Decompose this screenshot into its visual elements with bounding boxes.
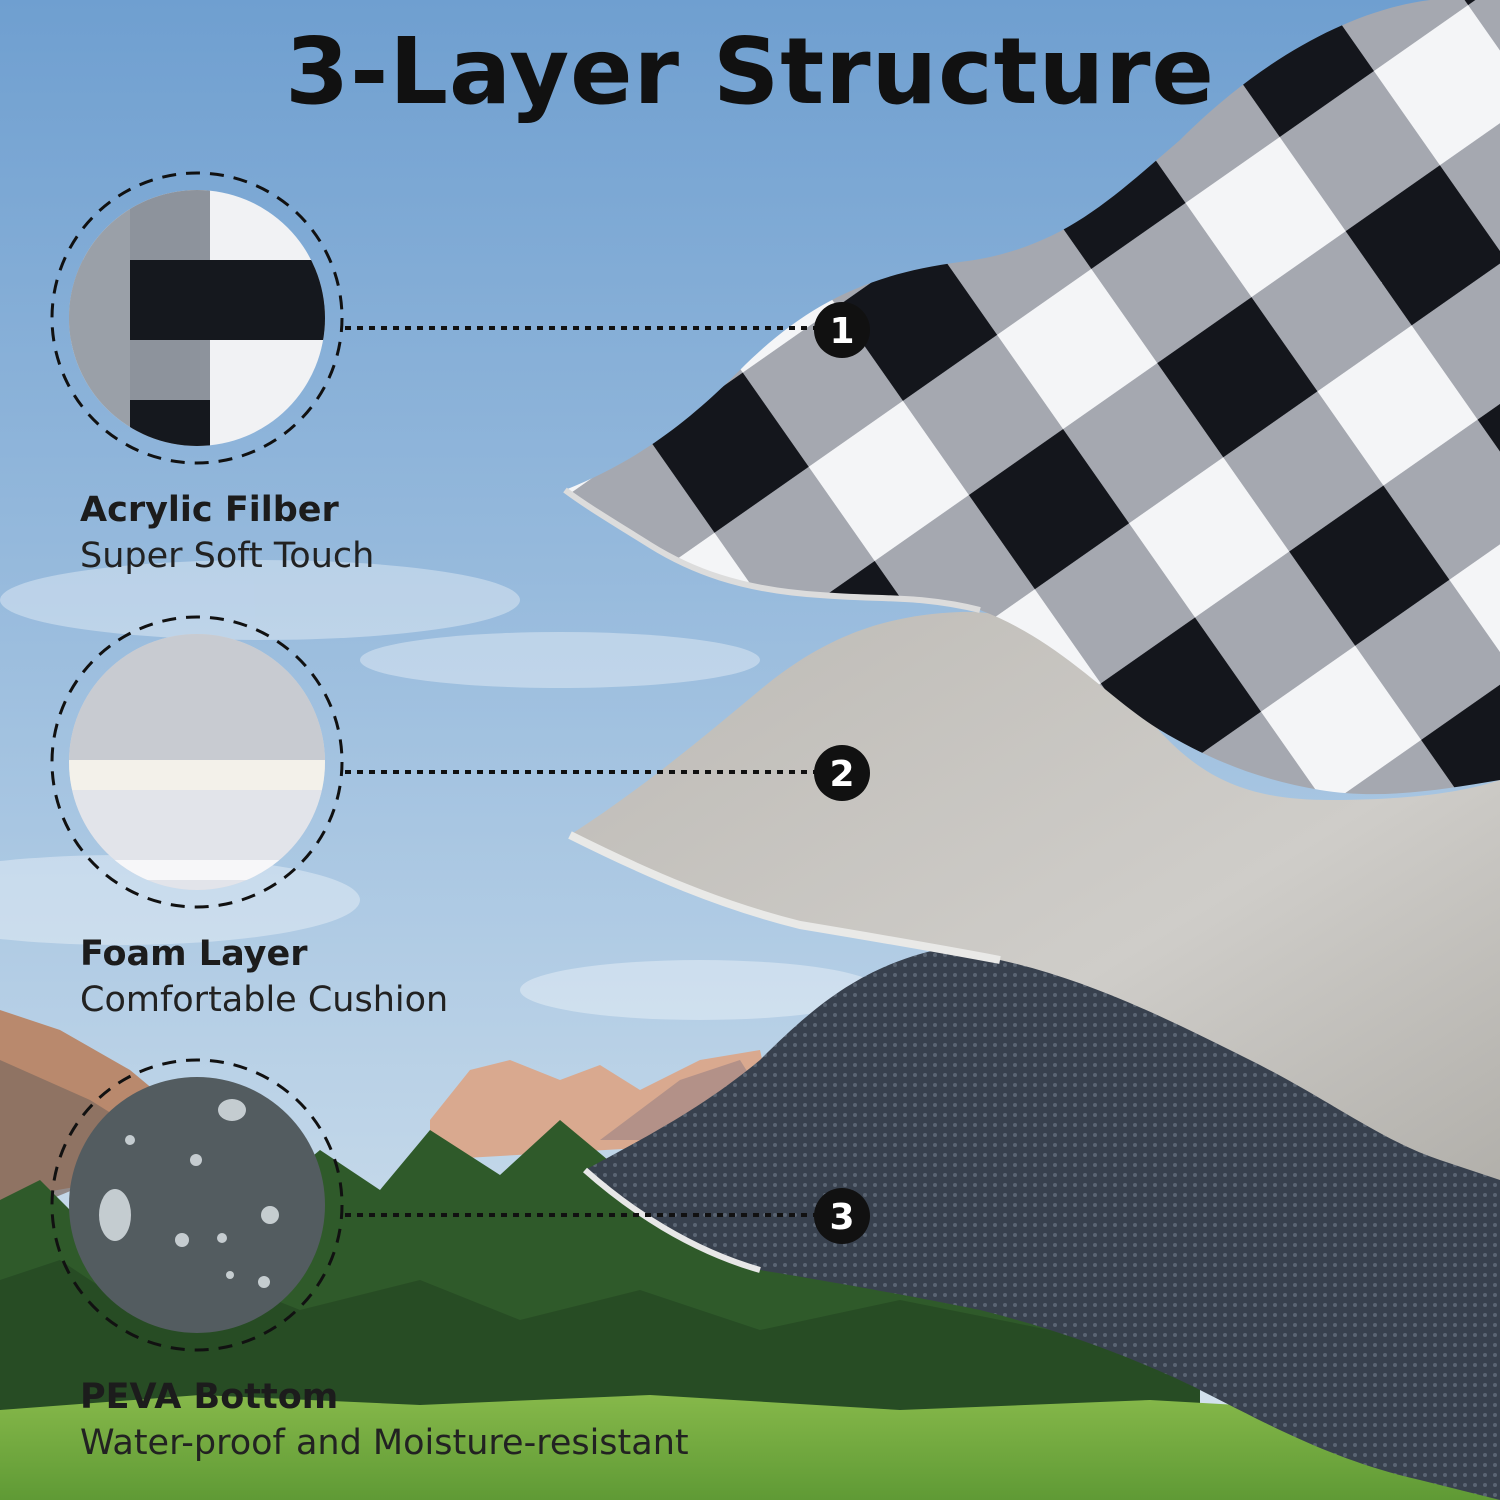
layer-2-badge: [814, 745, 870, 801]
layer-3-label: PEVA Bottom Water-proof and Moisture-res…: [80, 1375, 689, 1467]
layer-1-number: 1: [829, 311, 854, 352]
layer-2-label: Foam Layer Comfortable Cushion: [80, 932, 448, 1024]
layer-1-description: Super Soft Touch: [80, 536, 375, 576]
layer-2-name: Foam Layer: [80, 934, 308, 974]
layer-3-description: Water-proof and Moisture-resistant: [80, 1423, 689, 1463]
layer-2-description: Comfortable Cushion: [80, 980, 449, 1020]
layer-1-label: Acrylic Filber Super Soft Touch: [80, 488, 374, 580]
layer-3-badge: [814, 1188, 870, 1244]
waterproof-swatch-icon: [50, 1058, 344, 1352]
page-title: 3-Layer Structure: [285, 18, 1215, 125]
layer-1-name: Acrylic Filber: [80, 490, 339, 530]
layer-1-badge: [814, 302, 870, 358]
layer-3-number: 3: [829, 1197, 854, 1238]
layer-3-name: PEVA Bottom: [80, 1377, 339, 1417]
layer-2-number: 2: [829, 754, 854, 795]
